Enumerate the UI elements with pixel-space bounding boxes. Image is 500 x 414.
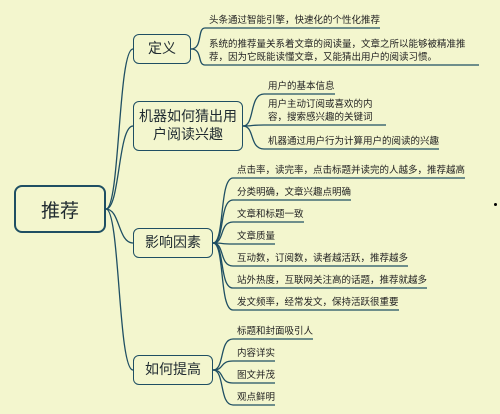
leaf-improve-1: 标题和封面吸引人 <box>237 326 314 337</box>
leaf-connector <box>190 27 380 50</box>
leaf-connector <box>212 338 313 371</box>
leaf-interest-2: 用户主动订阅或喜欢的内容，搜索感兴趣的关键词 <box>268 99 373 123</box>
root-connector <box>105 48 134 210</box>
branch-improve: 如何提高 <box>133 355 213 385</box>
leaf-factor-4: 文章质量 <box>237 231 276 242</box>
leaf-connector <box>242 125 439 150</box>
leaf-connector <box>212 242 399 311</box>
leaf-definition-2: 系统的推荐量关系着文章的阅读量，文章之所以能够被精准推荐，因为它既能读懂文章，又… <box>209 39 466 63</box>
leaf-connector <box>190 48 479 66</box>
leaf-factor-3: 文章和标题一致 <box>237 209 304 220</box>
leaf-factor-5: 互动数，订阅数，读者越活跃，推荐越多 <box>237 253 409 264</box>
leaf-connector <box>212 360 275 371</box>
branch-definition: 定义 <box>133 34 191 64</box>
branch-label: 定义 <box>148 41 176 57</box>
leaf-improve-3: 图文并茂 <box>237 370 276 381</box>
leaf-improve-4: 观点鲜明 <box>237 392 276 403</box>
leaf-connector <box>242 124 386 127</box>
leaf-connector <box>242 93 335 127</box>
root-connector <box>105 208 134 244</box>
leaf-factor-7: 发文频率，经常发文，保持活跃很重要 <box>237 297 399 308</box>
branch-label: 如何提高 <box>145 362 201 378</box>
branch-factors: 影响因素 <box>133 228 213 258</box>
leaf-connector <box>212 221 304 244</box>
branch-label: 影响因素 <box>145 235 201 251</box>
leaf-improve-2: 内容详实 <box>237 348 276 359</box>
root-connector <box>105 125 134 210</box>
leaf-connector <box>212 369 275 406</box>
leaf-factor-6: 站外热度，互联网关注高的话题，推荐就越多 <box>237 275 428 286</box>
leaf-factor-1: 点击率，读完率，点击标题并读完的人越多，推荐越高 <box>237 165 466 176</box>
root-node: 推荐 <box>14 185 106 233</box>
root-connector <box>105 208 134 371</box>
leaf-connector <box>212 242 275 245</box>
root-label: 推荐 <box>40 199 79 222</box>
branch-label: 机器如何猜出用户阅读兴趣 <box>139 109 237 143</box>
leaf-connector <box>212 177 465 244</box>
leaf-interest-1: 用户的基本信息 <box>268 81 335 92</box>
leaf-definition-1: 头条通过智能引擎，快速化的个性化推荐 <box>209 15 381 26</box>
leaf-factor-2: 分类明确，文章兴趣点明确 <box>237 187 352 198</box>
stray-dot <box>494 203 497 206</box>
leaf-interest-3: 机器通过用户行为计算用户的阅读的兴趣 <box>268 136 440 147</box>
branch-interest-guessing: 机器如何猜出用户阅读兴趣 <box>133 101 243 151</box>
